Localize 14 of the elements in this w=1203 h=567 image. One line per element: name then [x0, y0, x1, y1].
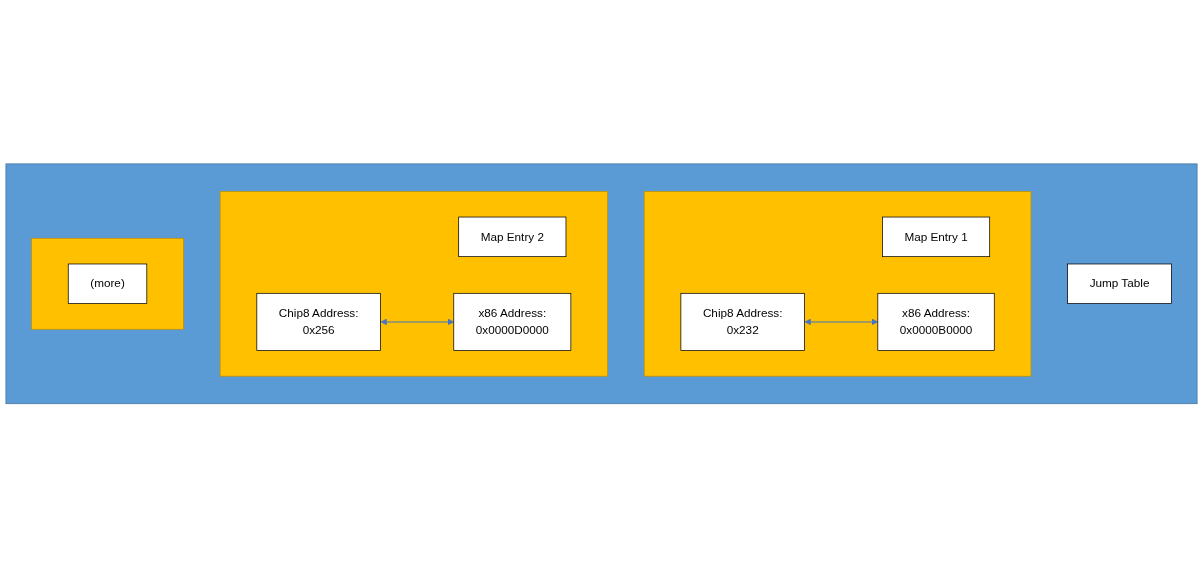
- arrow: [380, 318, 455, 325]
- node-box: Jump Table: [1067, 263, 1172, 304]
- cluster: [219, 190, 608, 377]
- node-box: (more): [67, 263, 148, 304]
- arrow: [804, 318, 879, 325]
- node-box: Map Entry 2: [458, 216, 567, 257]
- node-box: Chip8 Address: 0x232: [680, 292, 805, 351]
- cluster: [31, 237, 184, 330]
- cluster: [5, 163, 1198, 404]
- node-box: Map Entry 1: [882, 216, 991, 257]
- node-box: x86 Address: 0x0000D0000: [453, 292, 572, 351]
- cluster: [643, 190, 1032, 377]
- node-box: Chip8 Address: 0x256: [256, 292, 381, 351]
- node-box: x86 Address: 0x0000B0000: [877, 292, 995, 351]
